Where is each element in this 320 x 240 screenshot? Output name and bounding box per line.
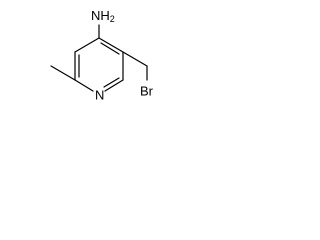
ring-bond-c2-n1 (104, 79, 124, 92)
nh2-subscript: 2 (110, 14, 115, 24)
double-bond-c4-c3 (100, 42, 120, 55)
nh2-label: NH2 (91, 8, 115, 24)
ring-bond-c5-c4 (74, 37, 100, 53)
ring-bond-n1-c6 (74, 79, 94, 92)
ring-bond-c4-c3 (98, 37, 124, 53)
double-bond-c2-n1 (103, 77, 120, 88)
bond-c6-methyl (50, 65, 76, 81)
nh-text: NH (91, 8, 110, 23)
bromine-label: Br (140, 83, 154, 98)
bond-c3-ch2 (122, 51, 148, 67)
molecule-structure: NH2 N Br (50, 8, 154, 102)
ring-nitrogen-label: N (95, 87, 104, 102)
